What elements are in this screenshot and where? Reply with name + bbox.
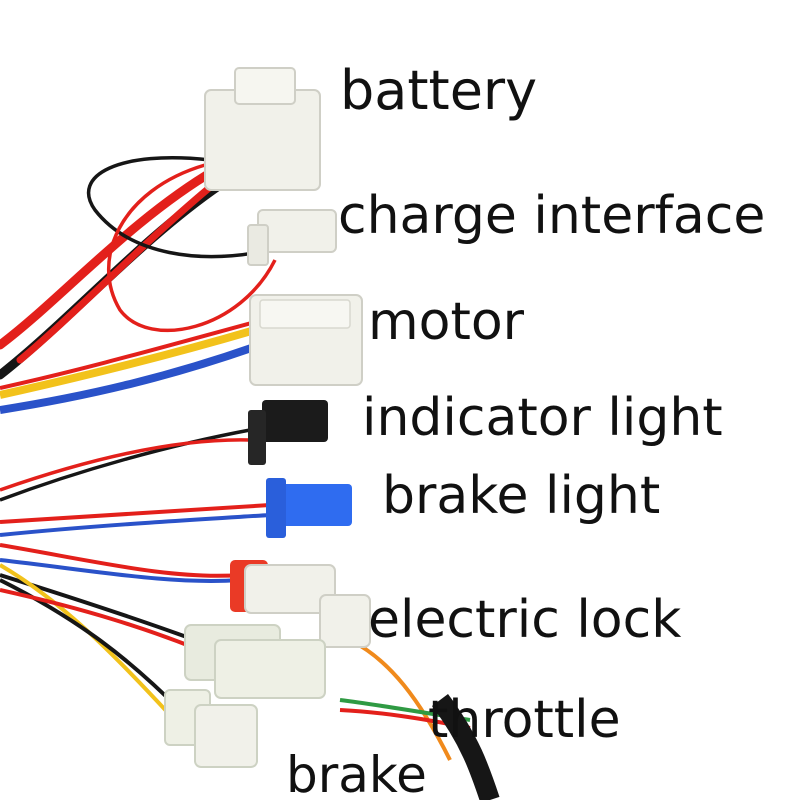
charge-interface-connector <box>247 209 337 266</box>
battery-connector <box>204 67 321 191</box>
brake-light-connector <box>266 478 352 538</box>
charge-interface-wires <box>87 156 277 333</box>
brake-light-wires <box>0 503 271 537</box>
label-electric-lock: electric lock <box>368 590 682 650</box>
label-brake: brake <box>286 746 427 804</box>
electric-lock-connector <box>230 560 371 648</box>
label-charge-interface: charge interface <box>338 186 766 246</box>
battery-wires <box>0 165 229 380</box>
brake-connector <box>164 689 258 768</box>
label-battery: battery <box>340 59 538 122</box>
throttle-connector <box>184 624 326 699</box>
label-brake-light: brake light <box>382 466 661 526</box>
indicator-light-connector <box>248 400 328 465</box>
label-indicator-light: indicator light <box>362 388 723 448</box>
motor-connector <box>249 294 363 386</box>
label-throttle: throttle <box>428 690 621 750</box>
indicator-light-wires <box>0 428 251 502</box>
motor-wires <box>0 320 262 414</box>
lower-bundle-wires <box>0 543 500 800</box>
label-motor: motor <box>368 292 525 352</box>
